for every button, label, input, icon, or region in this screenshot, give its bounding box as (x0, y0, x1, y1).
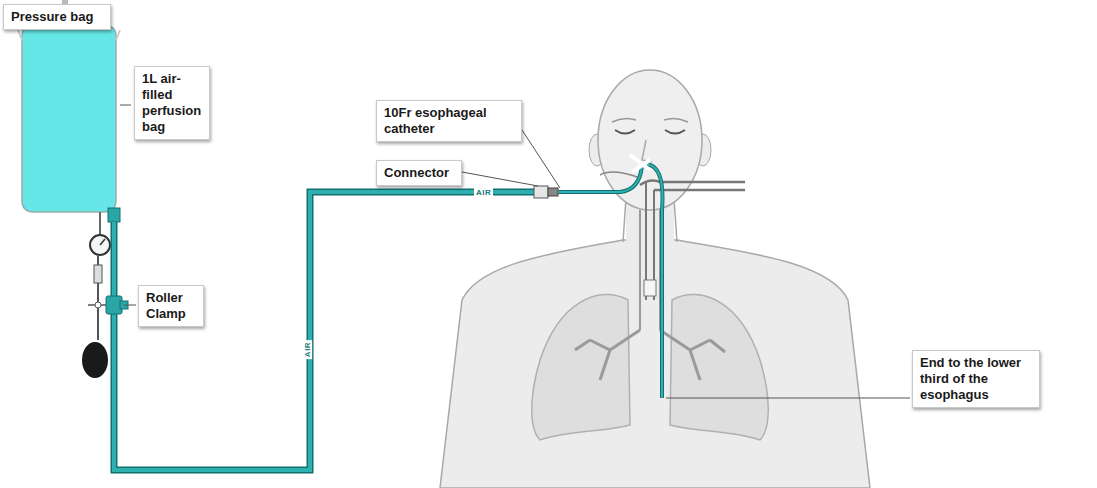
callout-text: 1L air-filled perfusion bag (142, 71, 202, 135)
callout-box: End to the lower third of the esophagus (912, 350, 1040, 408)
callout-text: 10Fr esophageal catheter (384, 105, 514, 137)
closed-eyes (615, 130, 685, 134)
perfusion-bag (22, 26, 116, 212)
leader-line (120, 105, 131, 106)
leader-line (666, 398, 910, 399)
callout-text: Roller Clamp (146, 290, 196, 322)
callout-box: 1L air-filled perfusion bag (134, 66, 210, 140)
left-lung (532, 295, 630, 440)
leader-line (124, 305, 136, 306)
callout-box: Connector (376, 160, 462, 186)
callout-box: 10Fr esophageal catheter (376, 100, 522, 142)
trachea (640, 210, 660, 330)
callout-text: Connector (384, 165, 454, 181)
callout-box: Roller Clamp (138, 285, 204, 327)
leader-line (522, 130, 560, 188)
tube-label: AIR (474, 188, 493, 197)
pressure-gauge (90, 235, 110, 255)
leader-line (462, 172, 538, 186)
callout-text: Pressure bag (11, 9, 103, 25)
right-lung (670, 295, 768, 440)
callout-text: End to the lower third of the esophagus (920, 355, 1032, 403)
tube-label: AIR (303, 340, 312, 359)
esophageal-catheter (558, 165, 663, 398)
connector (534, 186, 548, 198)
inflation-bulb (82, 342, 108, 378)
bag-seam (18, 30, 120, 40)
tape (630, 155, 650, 172)
callout-box: Pressure bag (3, 4, 111, 30)
bag-port (108, 208, 120, 222)
bronchi (575, 330, 725, 380)
